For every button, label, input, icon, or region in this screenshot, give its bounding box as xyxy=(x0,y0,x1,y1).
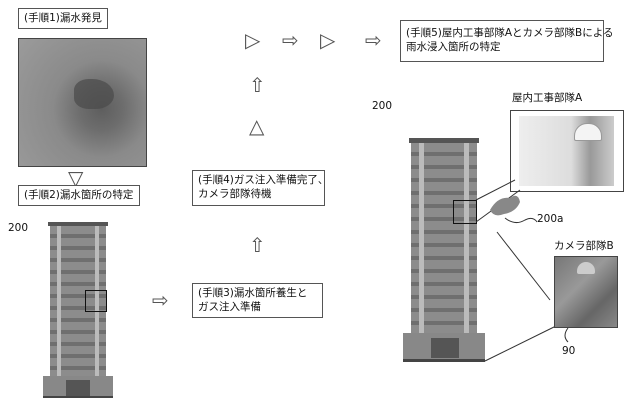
team-a-photo xyxy=(510,110,624,192)
up-arrow-icon: ⇧ xyxy=(249,73,266,97)
team-b-photo xyxy=(554,256,618,328)
step4-line2: カメラ部隊待機 xyxy=(198,188,272,200)
right-arrow-icon: ⇨ xyxy=(152,288,169,312)
up-arrow-icon: ⇧ xyxy=(249,233,266,257)
step5-line1: (手順5)屋内工事部隊Aとカメラ部隊Bによる xyxy=(406,27,614,39)
step3-line2: ガス注入準備 xyxy=(198,301,261,313)
right-arrow-icon: ⇨ xyxy=(365,28,382,52)
step3-box: (手順3)漏水箇所養生とガス注入準備 xyxy=(192,283,323,318)
step1-text: (手順1)漏水発見 xyxy=(24,12,102,24)
leak-location-marker xyxy=(453,200,477,224)
step1-box: (手順1)漏水発見 xyxy=(18,8,108,29)
step2-text: (手順2)漏水箇所の特定 xyxy=(24,189,134,201)
leak-location-marker xyxy=(85,290,107,312)
right-triangle-icon: ▷ xyxy=(320,28,336,52)
down-triangle-icon: ▽ xyxy=(68,166,84,190)
step3-line1: (手順3)漏水箇所養生と xyxy=(198,287,308,299)
step2-box: (手順2)漏水箇所の特定 xyxy=(18,185,140,206)
building-left xyxy=(43,222,113,398)
step5-box: (手順5)屋内工事部隊Aとカメラ部隊Bによる雨水浸入箇所の特定 xyxy=(400,20,614,62)
step4-box: (手順4)ガス注入準備完了、カメラ部隊待機 xyxy=(192,170,329,206)
team-a-label: 屋内工事部隊A xyxy=(512,92,583,104)
leak-photo xyxy=(18,38,147,167)
building-ref-left: 200 xyxy=(8,222,29,234)
step5-line2: 雨水浸入箇所の特定 xyxy=(406,41,501,53)
right-arrow-icon: ⇨ xyxy=(282,28,299,52)
building-right xyxy=(403,138,485,362)
team-b-label: カメラ部隊B xyxy=(554,240,614,252)
up-triangle-icon: △ xyxy=(249,114,265,138)
camera-ref-label: 90 xyxy=(562,345,576,357)
right-triangle-icon: ▷ xyxy=(245,28,261,52)
step4-line1: (手順4)ガス注入準備完了、 xyxy=(198,174,329,186)
leak-ref-label: 200a xyxy=(537,213,564,225)
building-ref-right: 200 xyxy=(372,100,393,112)
